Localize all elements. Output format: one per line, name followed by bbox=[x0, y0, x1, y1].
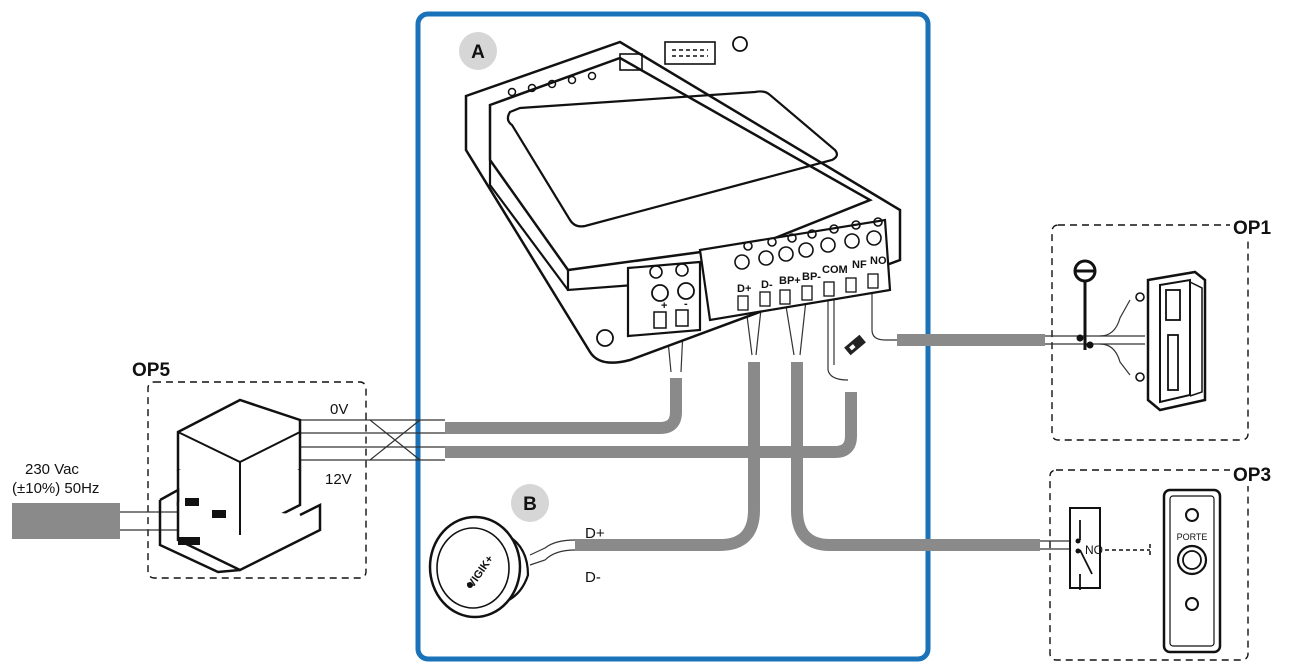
badge-b bbox=[511, 484, 549, 522]
reader-wire-d-minus: D- bbox=[585, 569, 601, 586]
badge-a-label: A bbox=[471, 42, 485, 63]
diode-icon bbox=[1073, 259, 1097, 350]
reader-wire-d-plus: D+ bbox=[585, 525, 605, 542]
exit-button: NO PORTE bbox=[1040, 488, 1222, 654]
power-supply: 230 Vac (±10%) 50Hz 0V 12V bbox=[12, 398, 352, 574]
badge-b-label: B bbox=[523, 494, 537, 515]
porte-label: PORTE bbox=[1177, 532, 1208, 542]
op5-box bbox=[147, 381, 367, 579]
terminal-d-plus: D+ bbox=[737, 283, 751, 295]
op5-label: OP5 bbox=[132, 360, 170, 381]
terminal-bp-minus: BP- bbox=[802, 271, 821, 283]
terminal-plus: + bbox=[661, 300, 667, 312]
bus-cables bbox=[575, 288, 1145, 551]
mains-cable bbox=[12, 503, 120, 539]
varistor-icon bbox=[844, 334, 866, 356]
terminal-no: NO bbox=[870, 255, 887, 267]
output-12v-label: 12V bbox=[325, 471, 352, 488]
op3-label: OP3 bbox=[1233, 465, 1271, 486]
badge-a bbox=[459, 32, 497, 70]
controller: + - D+ D- BP+ BP- COM NF NO bbox=[464, 36, 902, 364]
mains-voltage-label: 230 Vac bbox=[25, 461, 79, 478]
terminal-minus: - bbox=[684, 298, 688, 310]
vigik-reader: VIGIK+ D+ D- bbox=[428, 515, 605, 619]
op3-box bbox=[1049, 469, 1249, 661]
mains-tolerance-label: (±10%) 50Hz bbox=[12, 480, 99, 497]
terminal-com: COM bbox=[822, 264, 848, 276]
terminal-nf: NF bbox=[852, 259, 867, 271]
strike-icon bbox=[1146, 270, 1207, 412]
output-0v-label: 0V bbox=[330, 401, 348, 418]
terminal-d-minus: D- bbox=[761, 279, 773, 291]
terminal-bp-plus: BP+ bbox=[779, 275, 801, 287]
electric-strike bbox=[1073, 259, 1207, 412]
push-button-icon: PORTE bbox=[1162, 488, 1222, 654]
op1-box bbox=[1051, 224, 1249, 441]
contact-no-label: NO bbox=[1085, 543, 1103, 557]
power-cables bbox=[296, 329, 857, 461]
op1-label: OP1 bbox=[1233, 218, 1271, 239]
